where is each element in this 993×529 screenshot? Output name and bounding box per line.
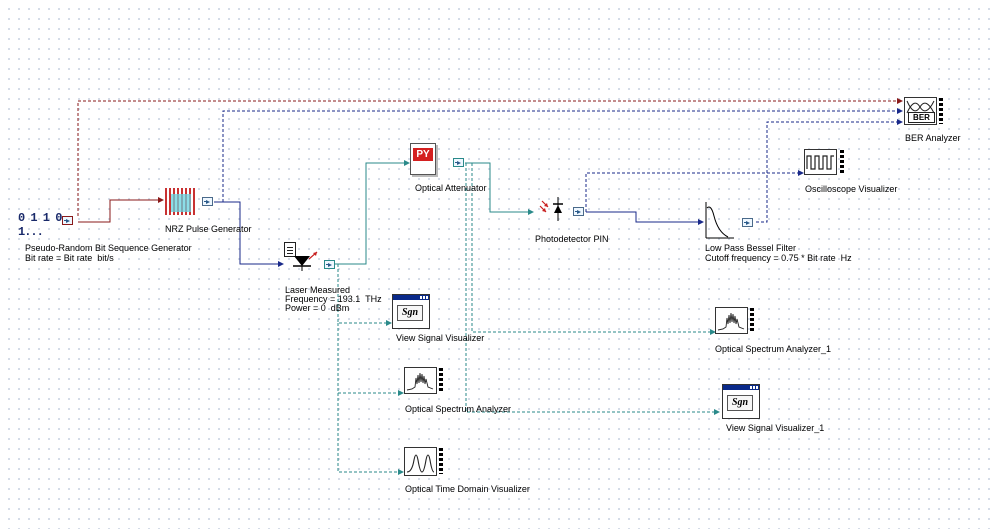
window-title-bar (393, 295, 429, 300)
window-title-bar (723, 385, 759, 390)
optical-spectrum-analyzer-1[interactable] (715, 307, 755, 337)
prbs-icon: 0 1 1 0 1... (18, 211, 62, 239)
optical-spectrum-analyzer[interactable] (404, 367, 444, 397)
photodetector-pin[interactable] (536, 195, 592, 225)
output-port[interactable] (453, 158, 464, 167)
arrow-head (398, 390, 404, 396)
sgn-icon: Sgn (727, 395, 753, 411)
wire-laser-to-osa[interactable] (337, 323, 398, 394)
view-signal-label: View Signal Visualizer (396, 333, 485, 343)
osa-label: Optical Spectrum Analyzer (405, 404, 512, 414)
arrow-head (158, 197, 164, 203)
wire-laser-to-attenuator[interactable] (332, 162, 404, 265)
pulse-icon (404, 447, 437, 476)
optical-attenuator[interactable]: PY (410, 143, 470, 179)
spectrum-icon (715, 307, 748, 334)
wire-laser-to-otd[interactable] (337, 393, 398, 473)
wire-laser-to-view-signal[interactable] (337, 264, 386, 324)
ber-icon: BER (904, 97, 937, 125)
view-signal-visualizer-1[interactable]: Sgn (722, 384, 760, 420)
ber-analyzer[interactable]: BER (904, 97, 944, 129)
view-signal-visualizer[interactable]: Sgn (392, 294, 430, 330)
output-port[interactable] (324, 260, 335, 269)
arrow-head (404, 160, 410, 166)
oscilloscope-label: Oscilloscope Visualizer (805, 184, 898, 194)
output-port[interactable] (742, 218, 753, 227)
document-icon (284, 242, 296, 257)
arrow-head (897, 108, 903, 114)
arrow-head (386, 320, 392, 326)
view-signal-1-label: View Signal Visualizer_1 (726, 423, 825, 433)
wire-prbs-to-nrz[interactable] (78, 199, 158, 223)
otd-label: Optical Time Domain Visualizer (405, 484, 530, 494)
port-dots (439, 448, 443, 474)
window-icon: Sgn (722, 384, 760, 419)
laser-frequency: Frequency = 193.1 THz (285, 294, 382, 304)
attenuator-icon: PY (410, 143, 436, 175)
port-dots (439, 368, 443, 392)
wire-attenuator-to-photodetector[interactable] (465, 162, 528, 213)
arrow-head (710, 329, 716, 335)
output-port[interactable] (202, 197, 213, 206)
wire-nrz-to-laser[interactable] (214, 201, 278, 265)
arrow-head (528, 209, 534, 215)
nrz-icon (165, 188, 195, 215)
arrow-head (897, 119, 903, 125)
sgn-icon: Sgn (397, 305, 423, 321)
attenuator-label: Optical Attenuator (415, 183, 487, 193)
spectrum-icon (404, 367, 437, 394)
arrow-head (398, 469, 404, 475)
square-wave-icon (804, 149, 837, 175)
optical-time-domain-visualizer[interactable] (404, 447, 444, 479)
window-icon: Sgn (392, 294, 430, 329)
laser-diode-icon (293, 251, 318, 271)
output-port[interactable] (62, 216, 73, 225)
wire-photodetector-to-filter[interactable] (586, 211, 698, 223)
output-port[interactable] (573, 207, 584, 216)
photodetector-label: Photodetector PIN (535, 234, 609, 244)
prbs-label: Pseudo-Random Bit Sequence Generator (25, 243, 192, 253)
port-dots (840, 150, 844, 174)
wire-filter-to-ber[interactable] (756, 121, 897, 223)
prbs-generator[interactable]: 0 1 1 0 1... (18, 210, 80, 239)
wire-attenuator-to-osa-1[interactable] (471, 163, 710, 333)
laser-power: Power = 0 dBm (285, 303, 350, 313)
nrz-label: NRZ Pulse Generator (165, 224, 252, 234)
arrow-head (897, 98, 903, 104)
nrz-pulse-generator[interactable] (163, 188, 219, 218)
oscilloscope-visualizer[interactable] (804, 149, 846, 177)
wire-attenuator-to-view-signal-1[interactable] (465, 163, 714, 413)
osa-1-label: Optical Spectrum Analyzer_1 (715, 344, 832, 354)
filter-label: Low Pass Bessel Filter (705, 243, 797, 253)
filter-response-icon (705, 202, 734, 239)
wire-photodetector-to-oscilloscope[interactable] (585, 172, 798, 212)
prbs-param: Bit rate = Bit rate bit/s (25, 253, 114, 263)
wire-nrz-to-ber[interactable] (222, 110, 897, 202)
wire-prbs-to-ber[interactable] (77, 100, 897, 216)
arrow-head (698, 219, 704, 225)
arrow-head (714, 409, 720, 415)
arrow-head (798, 170, 804, 176)
arrow-head (278, 261, 284, 267)
port-dots (750, 308, 754, 332)
photodiode-icon (539, 197, 563, 221)
low-pass-bessel-filter[interactable] (704, 200, 762, 240)
port-dots (939, 98, 943, 124)
ber-label: BER Analyzer (905, 133, 961, 143)
laser-measured[interactable] (282, 242, 340, 274)
filter-param: Cutoff frequency = 0.75 * Bit rate Hz (705, 253, 852, 263)
laser-label: Laser Measured (285, 285, 351, 295)
